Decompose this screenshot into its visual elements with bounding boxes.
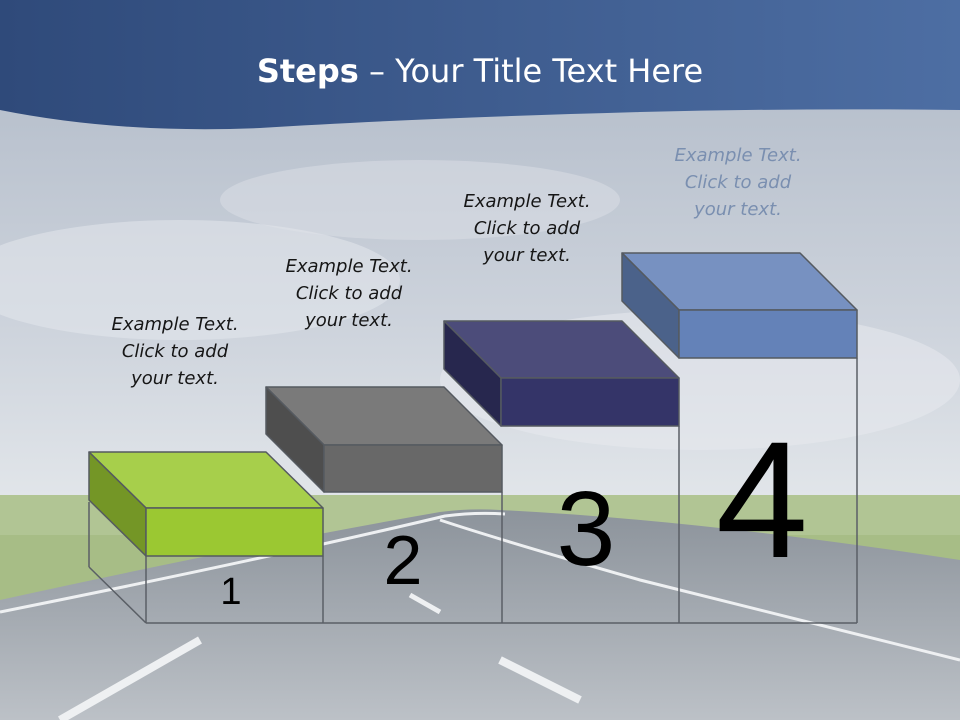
step-1-caption-line: Click to add	[121, 341, 229, 362]
step-3-caption[interactable]: Example Text. Click to add your text.	[427, 188, 627, 269]
page-title[interactable]: Steps – Your Title Text Here	[0, 52, 960, 90]
step-3-number: 3	[556, 470, 616, 588]
step-3-caption-line: Example Text.	[463, 191, 591, 212]
step-4-caption-line: Example Text.	[674, 145, 802, 166]
step-1-caption-line: Example Text.	[111, 314, 239, 335]
step-4-number: 4	[715, 408, 809, 593]
step-1-caption[interactable]: Example Text. Click to add your text.	[75, 311, 275, 392]
step-2-caption-line: Example Text.	[285, 256, 413, 277]
step-3-caption-line: Click to add	[473, 218, 581, 239]
step-4-caption-line: Click to add	[684, 172, 792, 193]
step-2-caption-line: your text.	[305, 310, 393, 331]
step-2-number: 2	[383, 521, 423, 599]
step-2-front-face	[323, 444, 503, 493]
step-4-front-face	[678, 309, 858, 359]
step-3-caption-line: your text.	[483, 245, 571, 266]
steps-layer	[88, 252, 858, 624]
step-1-front-face	[145, 507, 324, 557]
step-2-caption-line: Click to add	[295, 283, 403, 304]
step-3-front-face	[500, 377, 680, 427]
step-2-caption[interactable]: Example Text. Click to add your text.	[249, 253, 449, 334]
step-4-caption-line: your text.	[694, 199, 782, 220]
step-1-caption-line: your text.	[131, 368, 219, 389]
header-band	[0, 0, 960, 130]
step-1-number: 1	[220, 571, 242, 613]
step-4-caption[interactable]: Example Text. Click to add your text.	[638, 142, 838, 223]
step-frame-edge	[88, 566, 147, 624]
title-rest: – Your Title Text Here	[358, 52, 704, 90]
title-bold: Steps	[256, 52, 359, 90]
